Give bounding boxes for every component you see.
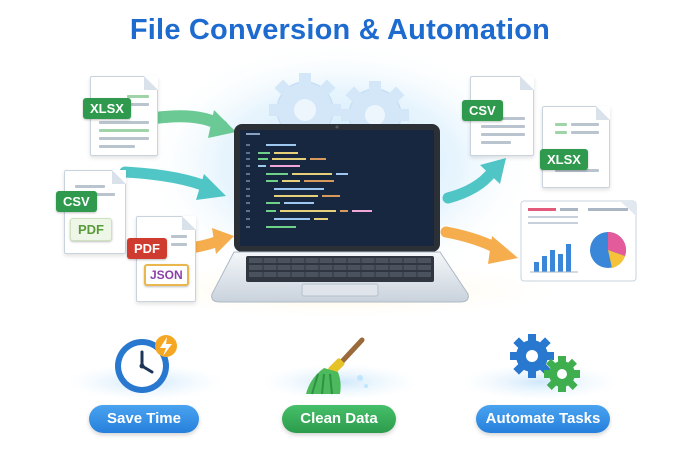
dashboard-report-icon xyxy=(520,200,637,282)
xlsx-badge: XLSX xyxy=(83,98,131,119)
background-gears-icon xyxy=(269,73,409,135)
automate-tasks-pill: Automate Tasks xyxy=(476,405,610,433)
pdf-document xyxy=(136,216,196,302)
csv-output-badge: CSV xyxy=(462,100,503,121)
clock-lightning-icon xyxy=(115,335,177,393)
json-badge: JSON xyxy=(144,264,189,286)
arrow-laptop-to-csv-icon xyxy=(442,166,498,204)
xlsx-output-badge: XLSX xyxy=(540,149,588,170)
csv-document xyxy=(64,170,126,254)
pdf-secondary-badge: PDF xyxy=(70,218,112,241)
csv-badge: CSV xyxy=(56,191,97,212)
xlsx-document xyxy=(90,76,158,156)
laptop xyxy=(211,124,469,303)
broom-icon xyxy=(306,337,368,395)
code-lines xyxy=(246,133,372,228)
arrow-csv-to-laptop-icon xyxy=(119,166,216,194)
clean-data-pill: Clean Data xyxy=(282,405,396,433)
page-title: File Conversion & Automation xyxy=(129,14,551,46)
pdf-badge: PDF xyxy=(127,238,167,259)
gears-icon xyxy=(510,334,580,392)
save-time-pill: Save Time xyxy=(89,405,199,433)
xlsx-output-document xyxy=(542,106,610,188)
